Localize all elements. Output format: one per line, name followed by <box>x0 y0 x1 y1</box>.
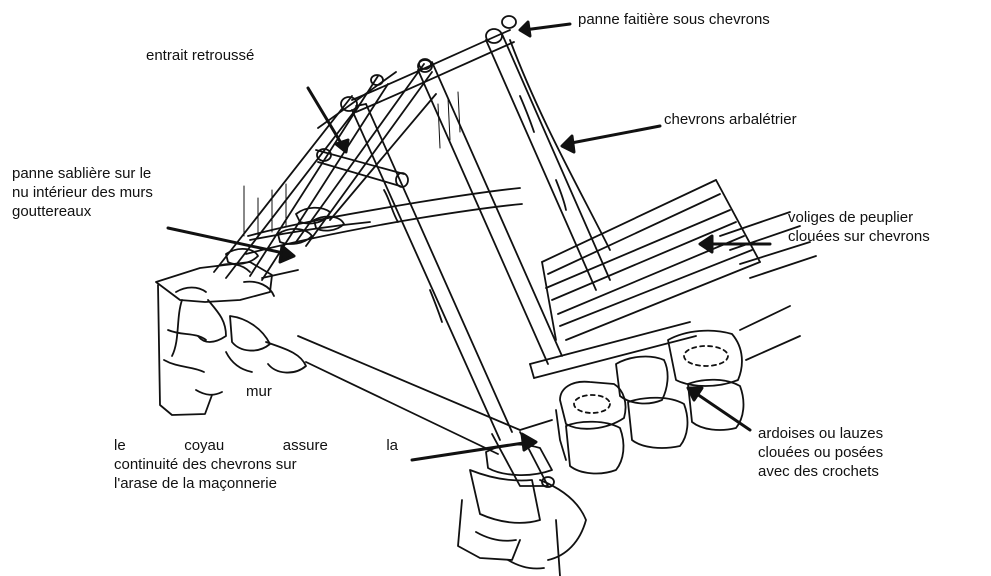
arrow-voliges-head <box>698 234 714 254</box>
arrow-chevrons <box>564 124 662 146</box>
label-coyau-line-1: le coyau assure la <box>114 437 398 454</box>
label-entrait: entrait retroussé <box>146 46 254 65</box>
voliges <box>529 179 817 379</box>
label-voliges: voliges de peuplier clouées sur chevrons <box>788 208 930 246</box>
collar-beam <box>315 148 409 188</box>
label-panne-faitiere-text: panne faitière sous chevrons <box>578 11 770 28</box>
label-ardoises: ardoises ou lauzes clouées ou posées ave… <box>758 424 883 481</box>
arrow-panne-faitiere-head <box>518 20 532 38</box>
label-coyau-line-2: continuité des chevrons sur <box>114 456 297 473</box>
arrow-chevrons-head <box>560 134 576 154</box>
arrow-entrait <box>306 86 346 150</box>
label-panne-faitiere: panne faitière sous chevrons <box>578 10 770 29</box>
label-ardoises-line-2: clouées ou posées <box>758 444 884 461</box>
arrow-ardoises <box>692 390 752 432</box>
label-chevrons-arbaletrier: chevrons arbalétrier <box>664 110 797 129</box>
label-coyau: le coyau assure la continuité des chevro… <box>114 436 398 493</box>
arrow-coyau <box>410 440 532 462</box>
slates <box>555 305 801 475</box>
label-sabliere-line-3: gouttereaux <box>12 203 92 220</box>
right-rafter <box>509 39 611 251</box>
leader-arrows[interactable] <box>166 20 772 462</box>
right-wall <box>457 443 587 576</box>
left-wall <box>155 261 307 416</box>
label-panne-sabliere: panne sablière sur le nu intérieur des m… <box>12 164 153 221</box>
arrow-ardoises-head <box>686 386 704 402</box>
arrow-sabliere <box>166 226 290 256</box>
label-chevrons-text: chevrons arbalétrier <box>664 111 797 128</box>
ridge-purlin <box>340 15 517 113</box>
arrow-sabliere-head <box>278 244 296 264</box>
label-voliges-line-1: voliges de peuplier <box>788 209 914 226</box>
wall-coping <box>245 187 553 455</box>
main-rafter-back <box>485 28 611 291</box>
left-rafters <box>213 63 437 281</box>
main-rafter-mid <box>417 59 563 365</box>
label-ardoises-line-3: avec des crochets <box>758 463 879 480</box>
label-voliges-line-2: clouées sur chevrons <box>788 228 930 245</box>
arrow-coyau-head <box>520 432 538 452</box>
label-sabliere-line-1: panne sablière sur le <box>12 165 152 182</box>
label-coyau-line-3: l'arase de la maçonnerie <box>114 475 277 492</box>
main-rafter-front <box>351 103 555 488</box>
label-mur: mur <box>246 382 272 401</box>
label-entrait-text: entrait retroussé <box>146 47 255 64</box>
label-sabliere-line-2: nu intérieur des murs <box>12 184 153 201</box>
hatching <box>243 91 461 239</box>
label-ardoises-line-1: ardoises ou lauzes <box>758 425 884 442</box>
label-mur-text: mur <box>246 383 272 400</box>
arrow-entrait-head <box>334 138 350 154</box>
arrow-panne-faitiere <box>522 22 572 32</box>
